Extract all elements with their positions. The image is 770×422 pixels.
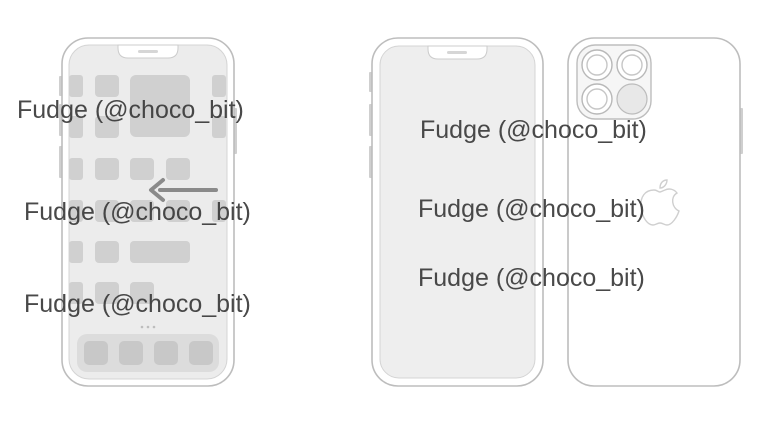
widget-wide-tile [130, 241, 190, 263]
right-phone-body [567, 37, 741, 387]
app-tile [130, 200, 154, 222]
apple-logo-icon [640, 179, 680, 226]
watermark-text: Fudge (@choco_bit) [24, 198, 251, 226]
page-indicator-dots [140, 325, 156, 329]
watermark-text: Fudge (@choco_bit) [418, 264, 645, 292]
app-grid [69, 75, 226, 304]
app-tile [69, 75, 83, 97]
app-tile [166, 200, 190, 222]
watermark-text: Fudge (@choco_bit) [418, 195, 645, 223]
app-tile [212, 116, 226, 138]
dock [77, 334, 219, 372]
app-tile [95, 75, 119, 97]
watermark-text: Fudge (@choco_bit) [17, 96, 244, 124]
app-tile [130, 158, 154, 180]
phone-back [567, 37, 743, 387]
widget-tile [130, 75, 190, 137]
camera-module-icon [576, 44, 652, 120]
dock-apps [84, 341, 213, 365]
left-phone-speaker [138, 50, 158, 53]
app-tile [212, 200, 226, 222]
app-tile [95, 282, 119, 304]
app-tile [69, 158, 83, 180]
app-tile [95, 241, 119, 263]
left-arrow-icon [149, 178, 218, 202]
dock-app [84, 341, 108, 365]
app-tile [95, 116, 119, 138]
app-tile [130, 282, 154, 304]
phone-home-screen [59, 37, 237, 387]
app-tile [95, 158, 119, 180]
app-tile [69, 200, 83, 222]
app-tile [69, 116, 83, 138]
middle-phone-speaker [447, 51, 467, 54]
app-tile [69, 282, 83, 304]
app-tile [69, 241, 83, 263]
dock-app [189, 341, 213, 365]
dock-app [119, 341, 143, 365]
app-tile [95, 200, 119, 222]
phone-front-blank [369, 37, 544, 387]
app-tile [166, 158, 190, 180]
watermark-text: Fudge (@choco_bit) [420, 116, 647, 144]
app-tile [212, 75, 226, 97]
watermark-text: Fudge (@choco_bit) [24, 290, 251, 318]
dock-app [154, 341, 178, 365]
